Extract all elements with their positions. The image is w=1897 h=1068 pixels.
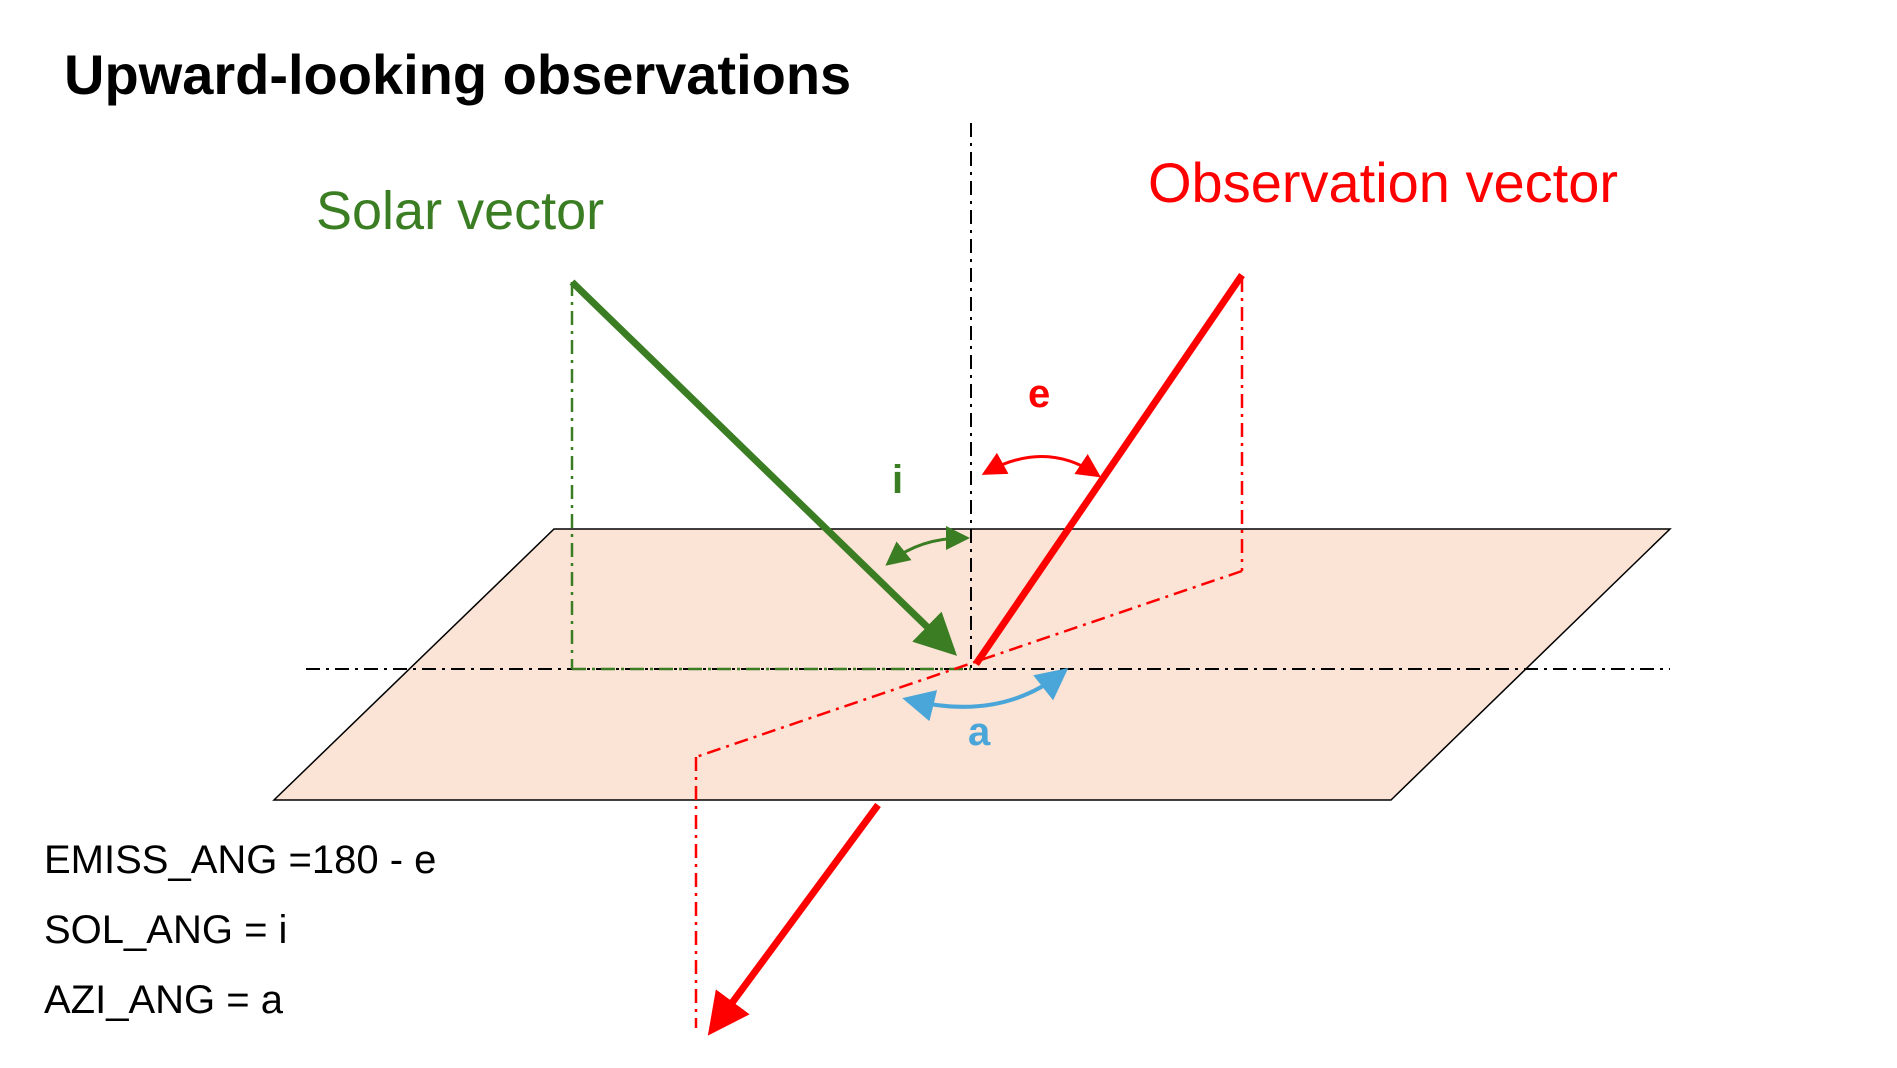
observation-ground-projection bbox=[695, 569, 1243, 759]
angle-a-arc bbox=[902, 668, 1069, 722]
angle-e-label: e bbox=[1028, 372, 1051, 416]
angle-i-arc bbox=[885, 526, 970, 566]
solar-vector-arrow bbox=[569, 279, 958, 656]
sol-ang-equation: SOL_ANG = i bbox=[44, 908, 288, 952]
azi-ang-equation: AZI_ANG = a bbox=[44, 978, 283, 1022]
surface-plane bbox=[272, 528, 1672, 801]
observation-vector-upper bbox=[973, 273, 1245, 666]
observation-vector-lower bbox=[707, 802, 881, 1036]
emiss-ang-equation: EMISS_ANG =180 - e bbox=[44, 838, 437, 882]
solar-vector-label: Solar vector bbox=[316, 181, 605, 241]
angle-a-label: a bbox=[968, 710, 991, 754]
page-title: Upward-looking observations bbox=[64, 43, 852, 106]
angle-e-arc bbox=[981, 452, 1101, 478]
angle-i-label: i bbox=[892, 458, 904, 502]
observation-vector-label: Observation vector bbox=[1148, 151, 1618, 214]
